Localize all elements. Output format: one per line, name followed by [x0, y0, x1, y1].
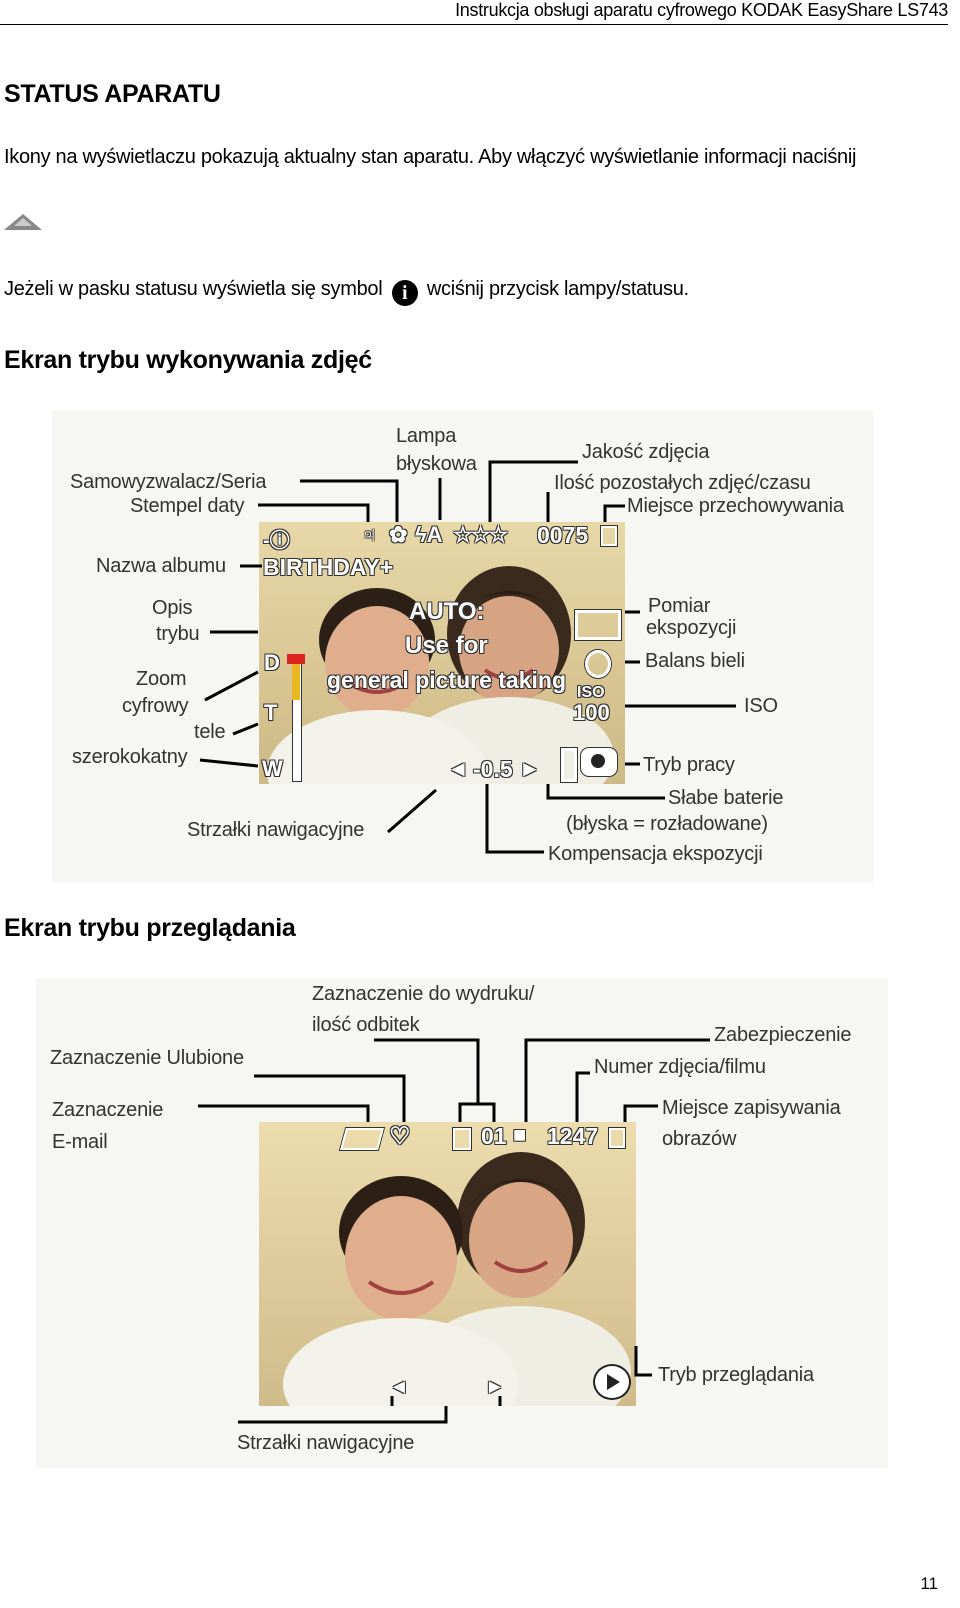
picture-number: 1247	[547, 1123, 599, 1149]
storage-icon-review	[609, 1128, 625, 1148]
album-name: BIRTHDAY+	[263, 554, 394, 580]
label-wide: szerokokatny	[72, 746, 188, 768]
label-storage: Miejsce przechowywania	[627, 495, 844, 517]
mode-line-2: Use for	[405, 632, 488, 659]
zoom-t: T	[264, 700, 278, 725]
label-zoom-2: cyfrowy	[122, 695, 189, 717]
capture-date-stamp-icon: ♃	[361, 522, 378, 547]
up-arrow-highlight	[14, 218, 32, 226]
nav-arrow-left-icon: ◄	[447, 756, 469, 781]
protect-lock-icon: ■	[513, 1122, 527, 1147]
label-date-stamp: Stempel daty	[130, 495, 245, 517]
storage-icon	[601, 526, 617, 546]
label-pictures-remaining: Ilość pozostałych zdjęć/czasu	[554, 472, 811, 494]
zoom-d: D	[264, 650, 280, 675]
label-mode-desc: Opis	[152, 597, 193, 619]
label-picture-number: Numer zdjęcia/filmu	[594, 1056, 766, 1078]
review-photo	[259, 1122, 636, 1406]
label-zoom: Zoom	[136, 668, 187, 690]
label-storage-review-2: obrazów	[662, 1128, 737, 1150]
quality-stars-icon: ☆☆☆	[453, 522, 508, 547]
section-title: STATUS APARATU	[4, 80, 221, 108]
metering-icon	[575, 610, 621, 640]
label-self-timer: Samowyzwalacz/Seria	[70, 471, 267, 493]
label-flash-2: błyskowa	[396, 453, 477, 475]
pictures-remaining: 0075	[537, 522, 589, 548]
play-icon	[607, 1374, 620, 1390]
print-tag-icon	[453, 1128, 471, 1150]
nav-arrow-left-icon-review: ◄	[389, 1376, 409, 1398]
flash-auto-icon: ϟA	[415, 522, 443, 547]
exposure-compensation-value: -0.5	[473, 756, 513, 782]
label-review-mode: Tryb przeglądania	[658, 1364, 814, 1386]
info-line-after: wciśnij przycisk lampy/statusu.	[426, 278, 689, 300]
nav-arrow-right-icon: ►	[519, 756, 541, 781]
capture-title: Ekran trybu wykonywania zdjęć	[4, 346, 372, 374]
label-low-battery: Słabe baterie	[668, 787, 784, 809]
label-mode-desc-2: trybu	[156, 623, 200, 645]
label-tele: tele	[194, 721, 226, 743]
page-header: Instrukcja obsługi aparatu cyfrowego KOD…	[0, 0, 948, 25]
label-email: Zaznaczenie	[52, 1099, 164, 1121]
iso-value: 100	[573, 700, 610, 725]
label-metering: Pomiar	[648, 595, 711, 617]
iso-label-icon: ISO	[577, 684, 605, 701]
label-quality: Jakość zdjęcia	[582, 441, 710, 463]
capture-photo	[259, 522, 625, 784]
label-flash: Lampa	[396, 425, 457, 447]
info-status-icon: -ⓘ	[263, 530, 290, 552]
label-low-battery-2: (błyska = rozładowane)	[566, 813, 768, 835]
label-nav-arrows-review: Strzałki nawigacyjne	[237, 1432, 415, 1454]
zoom-level	[292, 662, 300, 700]
label-favorite: Zaznaczenie Ulubione	[50, 1047, 244, 1069]
nav-arrow-right-icon-review: ►	[485, 1376, 505, 1398]
intro-text: Ikony na wyświetlaczu pokazują aktualny …	[4, 146, 857, 168]
label-protect: Zabezpieczenie	[714, 1024, 852, 1046]
label-white-balance: Balans bieli	[645, 650, 745, 672]
mode-line-3: general picture taking	[327, 667, 567, 693]
label-metering-2: ekspozycji	[646, 617, 737, 639]
label-nav-arrows: Strzałki nawigacyjne	[187, 819, 365, 841]
favorite-heart-icon: ♡	[389, 1123, 411, 1150]
label-storage-review: Miejsce zapisywania	[662, 1097, 841, 1119]
zoom-marker	[287, 654, 305, 664]
label-camera-mode: Tryb pracy	[643, 754, 735, 776]
review-title: Ekran trybu przeglądania	[4, 914, 296, 942]
info-icon: i	[391, 280, 418, 306]
self-timer-icon: ✿	[389, 522, 408, 547]
battery-low-icon	[561, 748, 577, 782]
info-line: Jeżeli w pasku statusu wyświetla się sym…	[4, 278, 689, 306]
review-lcd: ♡ 01 ■ 1247 ◄ ►	[259, 1122, 636, 1406]
label-print-2: ilość odbitek	[312, 1014, 420, 1036]
label-exposure-comp: Kompensacja ekspozycji	[548, 843, 763, 865]
white-balance-icon	[585, 650, 611, 678]
zoom-w: W	[262, 756, 283, 781]
label-email-2: E-mail	[52, 1131, 108, 1153]
info-line-before: Jeżeli w pasku statusu wyświetla się sym…	[4, 278, 383, 300]
label-print: Zaznaczenie do wydruku/	[312, 983, 535, 1005]
page-number: 11	[920, 1574, 938, 1593]
print-count: 01	[481, 1123, 507, 1149]
header-title: Instrukcja obsługi aparatu cyfrowego KOD…	[455, 0, 948, 20]
label-album: Nazwa albumu	[96, 555, 226, 577]
label-iso: ISO	[744, 695, 778, 717]
capture-lcd: D T W -ⓘ ♃ ✿ ϟA ☆☆☆ 0075 BIRTHDAY+ AUTO:…	[259, 522, 625, 784]
mode-line-1: AUTO:	[409, 598, 485, 625]
camera-lens-icon	[591, 754, 605, 768]
